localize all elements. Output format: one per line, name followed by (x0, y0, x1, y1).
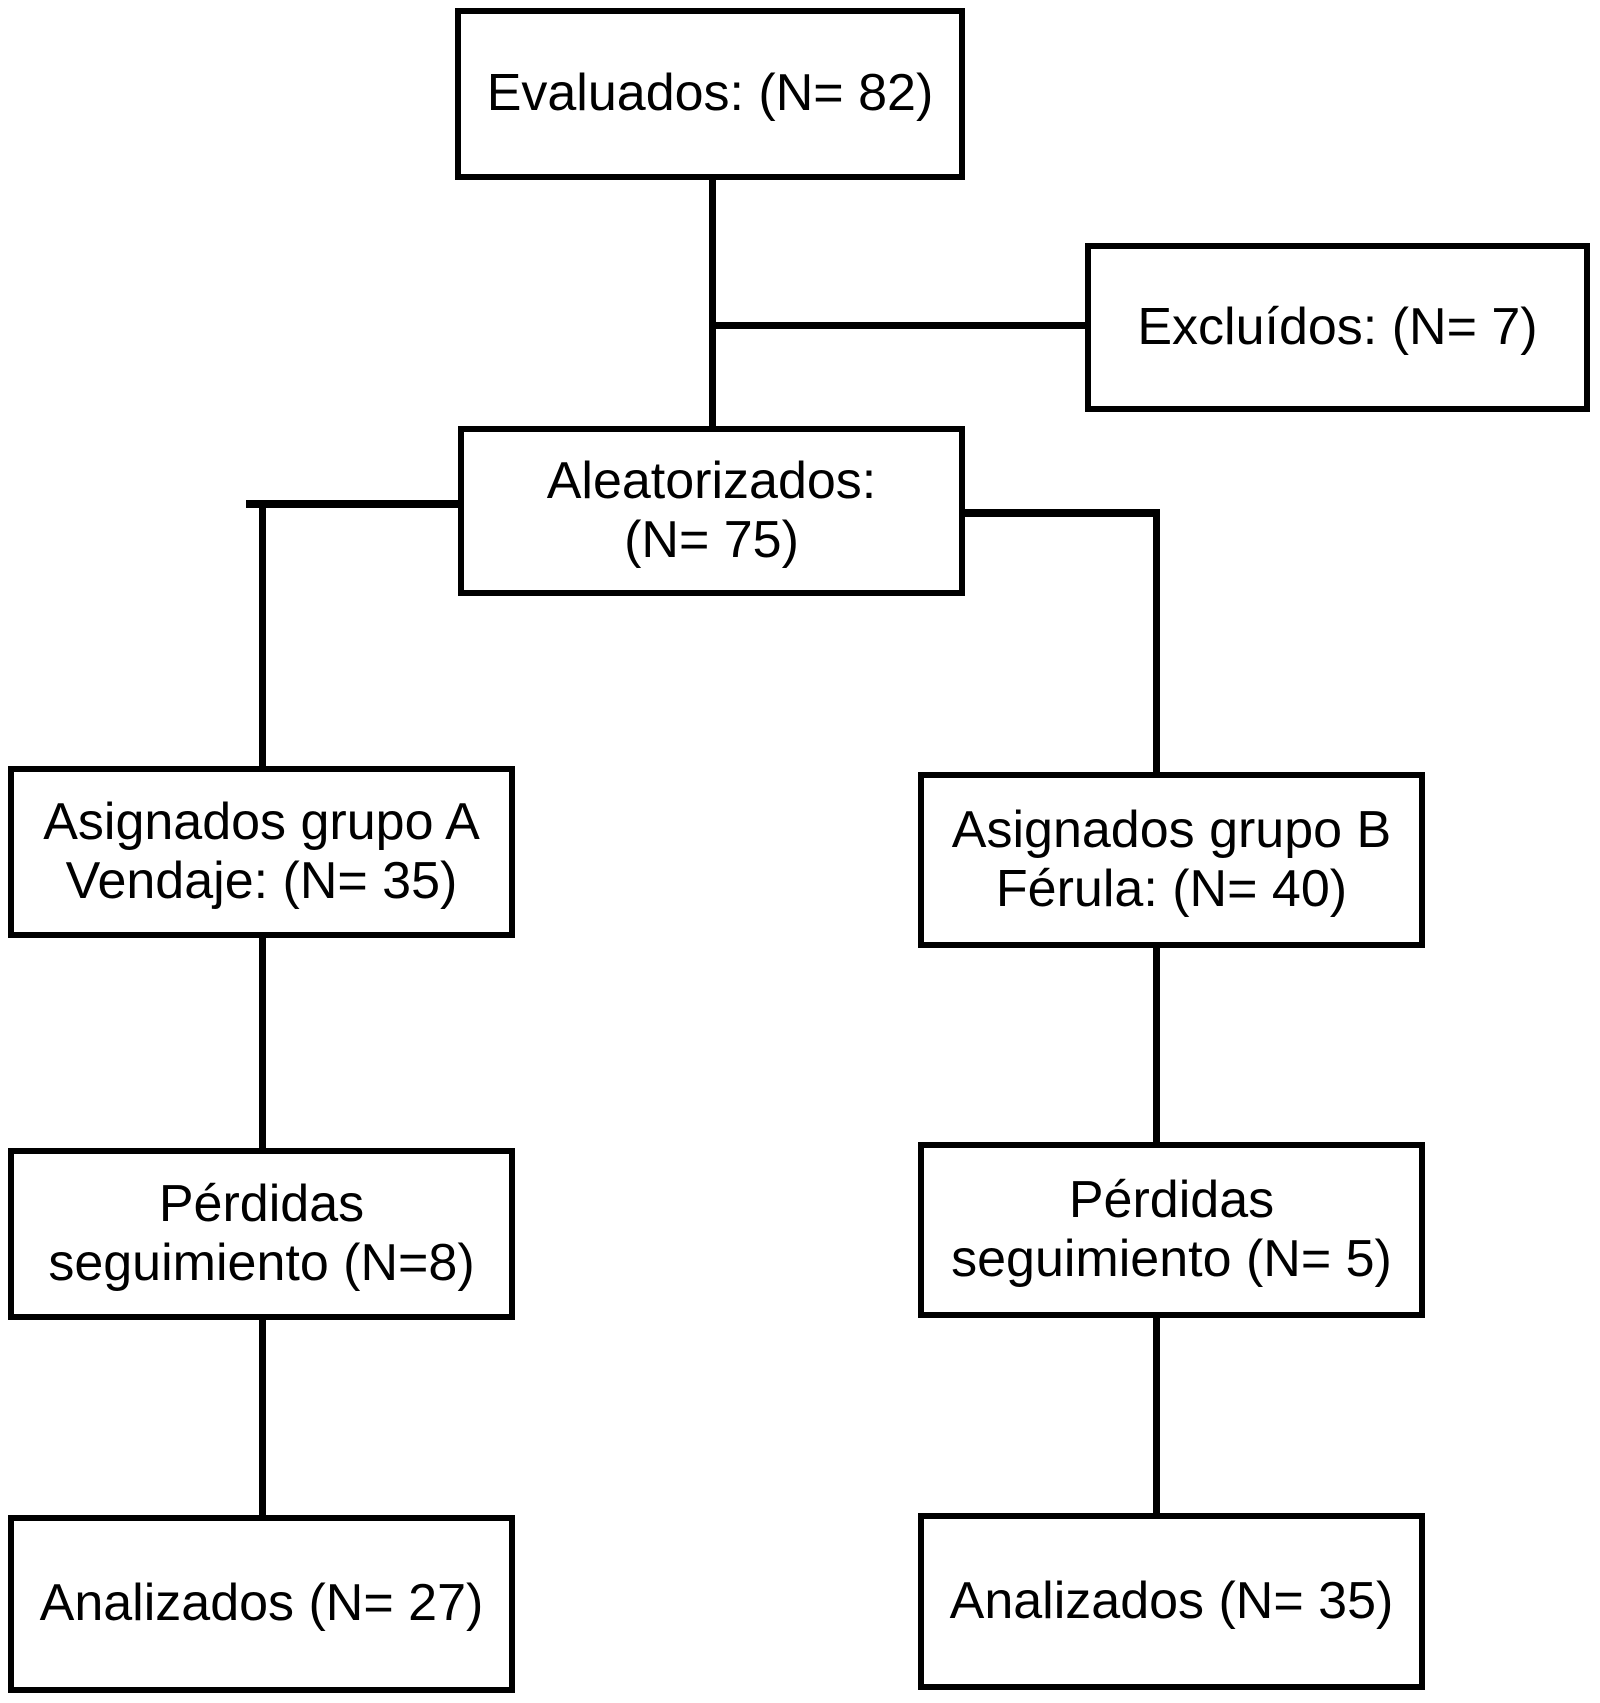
node-aleatorizados: Aleatorizados: (N= 75) (458, 426, 965, 596)
node-analizados-a-label: Analizados (N= 27) (39, 1574, 484, 1633)
connector-aleatorizados-to-grupo-b-vertical (1153, 513, 1160, 774)
connector-aleatorizados-to-grupo-b-horizontal (963, 509, 1160, 517)
connector-perdidas-b-to-analizados-b (1153, 1318, 1160, 1515)
connector-perdidas-a-to-analizados-a (259, 1320, 266, 1517)
connector-aleatorizados-to-grupo-a-vertical (259, 505, 266, 768)
node-perdidas-seguimiento-b: Pérdidas seguimiento (N= 5) (918, 1142, 1425, 1318)
node-perdidas-seguimiento-a: Pérdidas seguimiento (N=8) (8, 1148, 515, 1320)
connector-evaluados-to-aleatorizados (709, 180, 716, 428)
node-perdidas-seguimiento-a-label: Pérdidas seguimiento (N=8) (48, 1174, 475, 1292)
node-analizados-a: Analizados (N= 27) (8, 1515, 515, 1693)
node-excluidos: Excluídos: (N= 7) (1085, 243, 1590, 412)
node-asignados-grupo-b-label: Asignados grupo B Férula: (N= 40) (951, 800, 1392, 918)
connector-grupo-a-to-perdidas-a (259, 938, 266, 1150)
node-evaluados-label: Evaluados: (N= 82) (486, 64, 934, 123)
node-analizados-b-label: Analizados (N= 35) (949, 1571, 1394, 1630)
node-perdidas-seguimiento-b-label: Pérdidas seguimiento (N= 5) (951, 1170, 1392, 1288)
node-evaluados: Evaluados: (N= 82) (455, 8, 965, 180)
connector-aleatorizados-to-grupo-a-horizontal (246, 500, 460, 508)
node-asignados-grupo-a: Asignados grupo A Vendaje: (N= 35) (8, 766, 515, 938)
node-analizados-b: Analizados (N= 35) (918, 1513, 1425, 1690)
node-excluidos-label: Excluídos: (N= 7) (1137, 297, 1538, 356)
node-asignados-grupo-a-label: Asignados grupo A Vendaje: (N= 35) (43, 792, 480, 910)
connector-grupo-b-to-perdidas-b (1153, 948, 1160, 1144)
node-aleatorizados-label: Aleatorizados: (N= 75) (546, 451, 877, 569)
connector-evaluados-to-excluidos (712, 322, 1087, 329)
node-asignados-grupo-b: Asignados grupo B Férula: (N= 40) (918, 772, 1425, 948)
